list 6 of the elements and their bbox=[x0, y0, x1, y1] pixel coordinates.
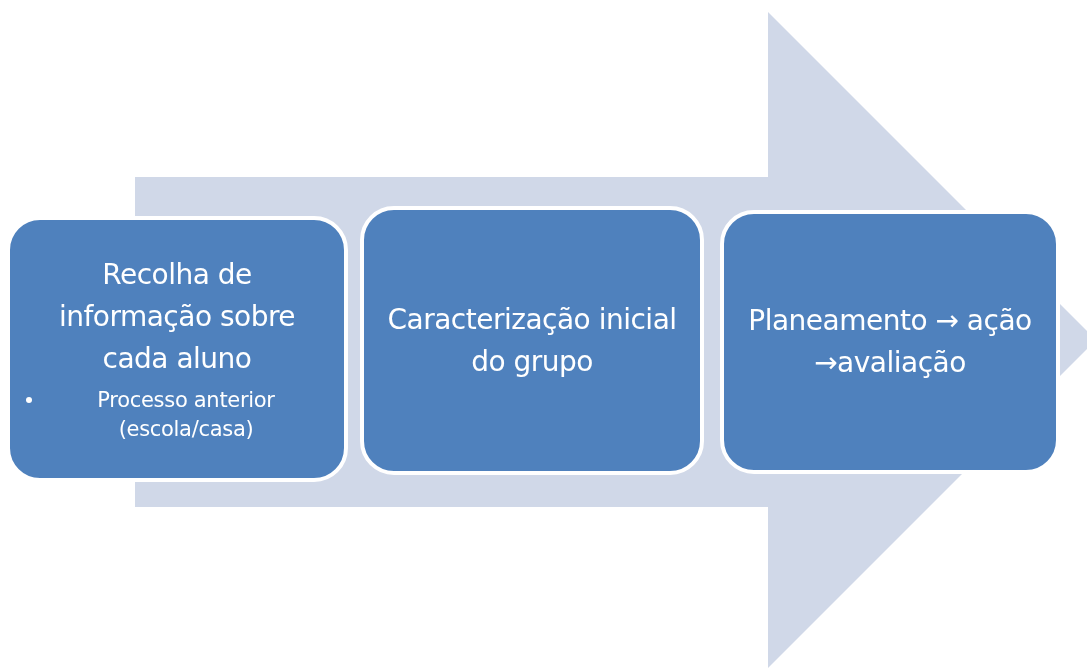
step-title: Caracterização inicial do grupo bbox=[386, 301, 678, 380]
process-box bbox=[720, 210, 1060, 474]
process-box bbox=[360, 206, 704, 475]
step-title: Recolha de informação sobre cada aluno bbox=[57, 256, 297, 377]
step-title: Planeamento → ação →avaliação bbox=[747, 303, 1033, 381]
bullet-text: Processo anterior (escola/casa) bbox=[96, 386, 276, 443]
